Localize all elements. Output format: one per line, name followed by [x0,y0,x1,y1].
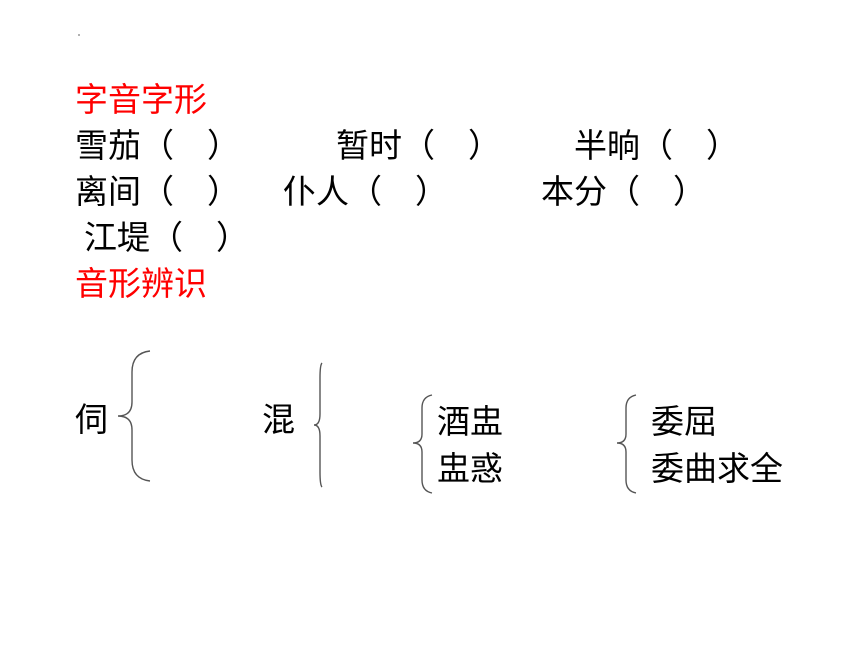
speck-mark [78,34,80,36]
char-hun: 混 [262,400,295,439]
item-xueqie: 雪茄（ ） [75,126,240,165]
word-weiququanquan: 委曲求全 [651,449,783,488]
heading-pronunciation-form: 字音字形 [75,80,207,119]
item-zanshi: 暂时（ ） [336,126,501,165]
word-jiuzhong: 酒盅 [437,402,503,441]
word-weiqu: 委屈 [651,402,717,441]
item-puren: 仆人（ ） [283,172,448,211]
item-lijian: 离间（ ） [75,172,240,211]
heading-sound-form-distinction: 音形辨识 [75,264,207,303]
item-banshang: 半晌（ ） [574,126,739,165]
brace-si [117,350,151,482]
word-zhonghuo: 盅惑 [437,449,503,488]
item-jiangdi: 江堤（ ） [84,218,249,257]
brace-jiuzhong [412,394,433,494]
brace-hun [313,362,323,488]
item-benfen: 本分（ ） [541,172,706,211]
char-si: 伺 [75,400,108,439]
brace-weiqu [616,394,637,494]
